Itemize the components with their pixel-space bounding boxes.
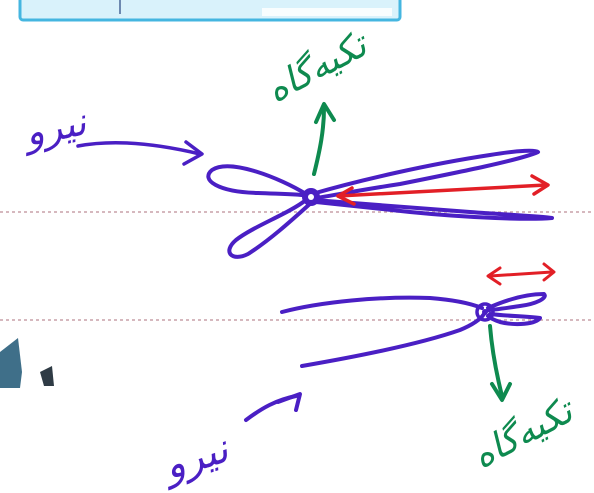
- top-scissors-blade-upper: [310, 148, 540, 200]
- top-force-arrow: [76, 140, 204, 166]
- top-fulcrum-arrow: [312, 102, 336, 176]
- top-scissors-handle-upper: [206, 164, 312, 198]
- bottom-scissors-blade-lower: [486, 312, 542, 327]
- bottom-scissors-handle-lower: [300, 312, 486, 368]
- corner-picture-fragment: [0, 338, 54, 388]
- fulcrum-label-top: تکیه‌گاه: [259, 22, 377, 111]
- top-scissors-blade-lower: [312, 198, 554, 221]
- bottom-scissors-drawing: [280, 292, 547, 368]
- bottom-scissors-pivot: [475, 302, 495, 322]
- bottom-force-arrow: [244, 392, 302, 422]
- bottom-load-arm-arrow: [486, 262, 556, 286]
- bottom-scissors-handle-upper: [280, 295, 484, 314]
- header-box: [18, 0, 402, 22]
- top-load-arm-arrow: [336, 174, 550, 206]
- top-scissors-handle-lower: [227, 198, 314, 259]
- force-label-bottom: نیرو: [153, 425, 235, 491]
- force-label-top: نیرو: [17, 99, 92, 157]
- bottom-scissors-blade-upper: [486, 292, 547, 312]
- fulcrum-label-bottom: تکیه‌گاه: [465, 388, 583, 477]
- bottom-fulcrum-arrow: [488, 324, 512, 402]
- top-scissors-drawing: [206, 148, 554, 259]
